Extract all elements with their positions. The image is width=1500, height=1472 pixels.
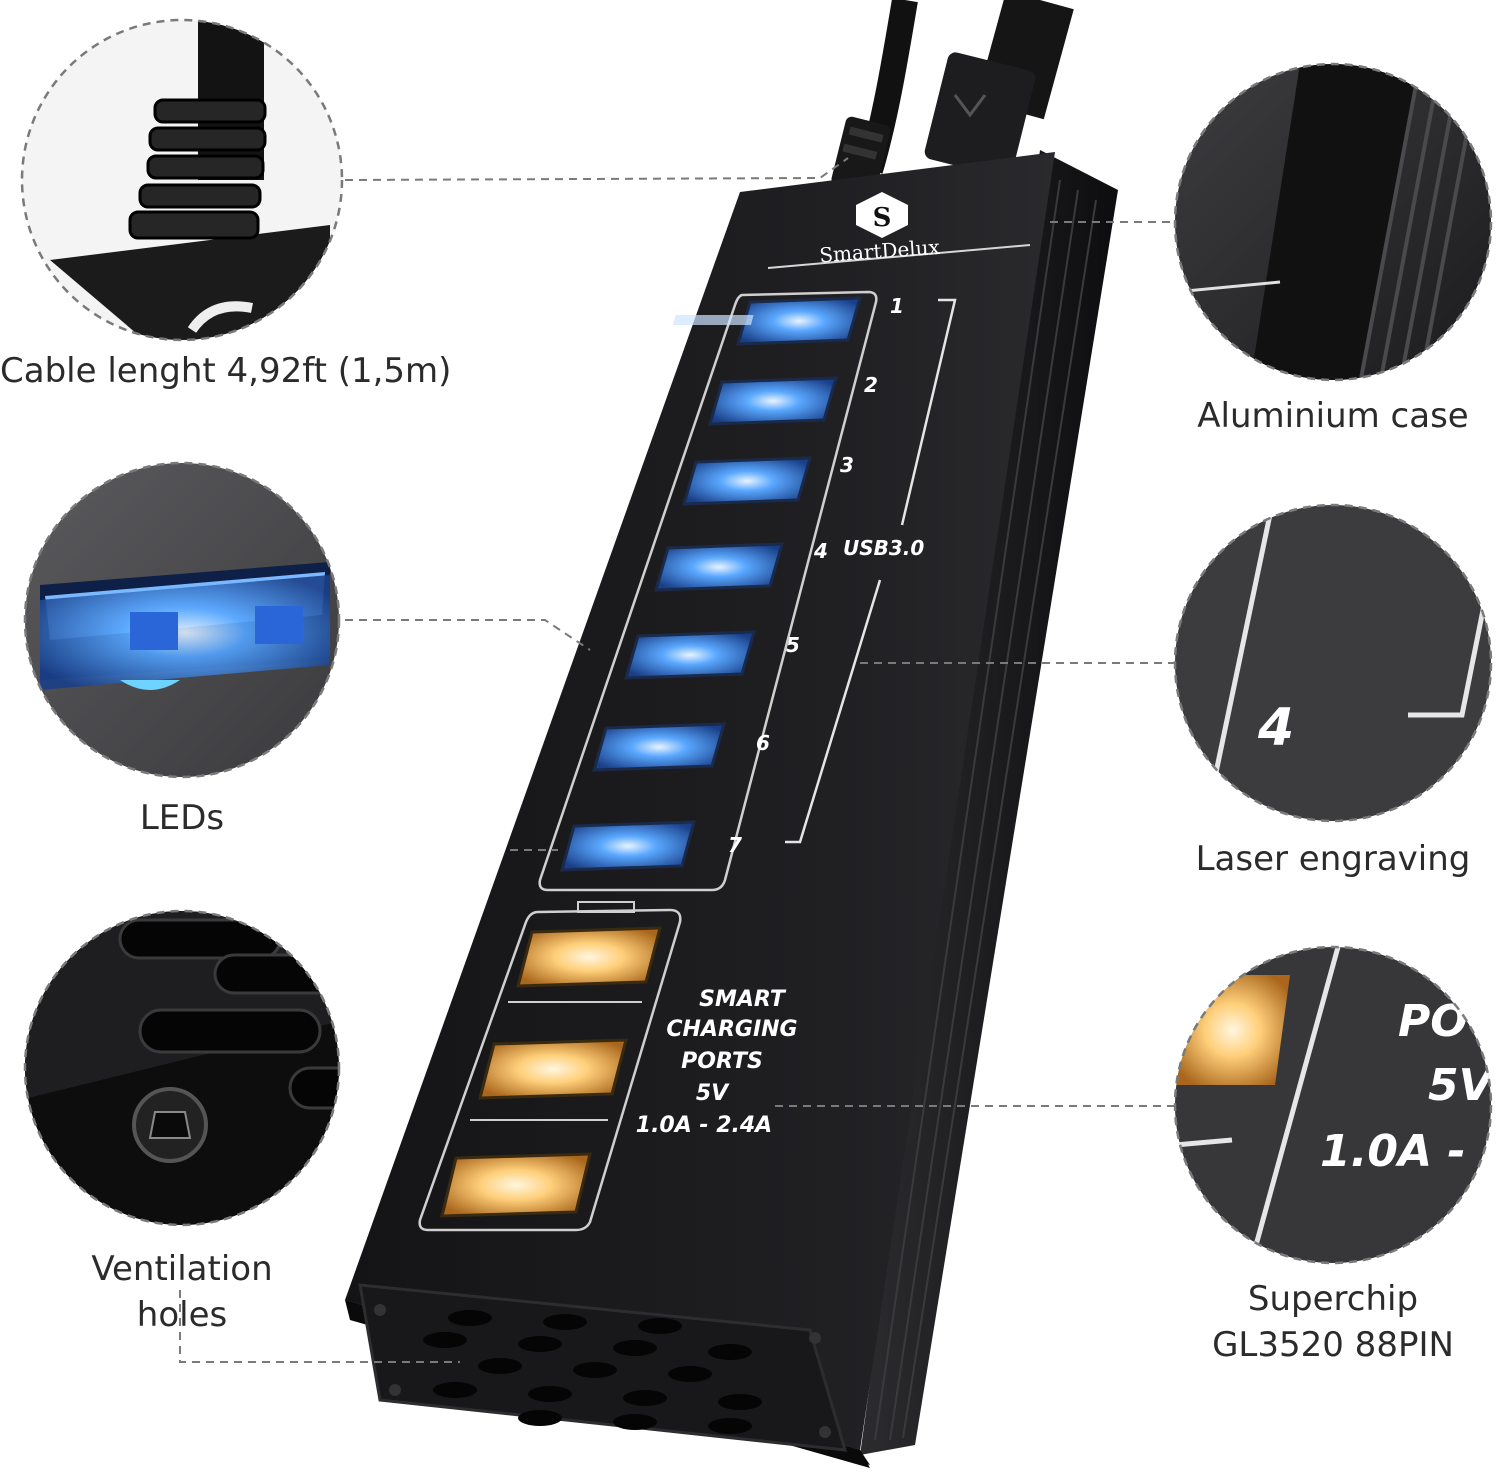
port-number-2: 2 [864, 373, 878, 397]
power-plug [831, 116, 891, 194]
svg-text:S: S [873, 203, 892, 233]
callout-leds: LEDs [139, 798, 225, 838]
zoom-laser: 4 [1173, 503, 1493, 823]
charging-port-frame [418, 908, 682, 1232]
svg-text:5V: 5V [696, 1081, 730, 1106]
port-numbers: 1 2 3 4 5 6 7 [728, 294, 904, 857]
end-cap [345, 1283, 870, 1468]
cables [831, 0, 1074, 194]
svg-text:PORTS: PORTS [681, 1049, 763, 1074]
usb30-bracket [785, 298, 957, 844]
callout-ventilation-line2: holes [136, 1295, 228, 1335]
port-number-4: 4 [813, 539, 828, 563]
charging-ports [440, 926, 662, 1218]
charging-text: SMART CHARGING PORTS 5V 1.0A - 2.4A [636, 987, 798, 1138]
usb-port-7[interactable] [560, 820, 696, 872]
zoom-chip-line-3: 1.0A - 2 [1320, 1126, 1500, 1177]
callout-superchip-line1: Superchip [1247, 1279, 1419, 1319]
port-number-6: 6 [756, 731, 770, 755]
port-number-7: 7 [728, 833, 742, 857]
zoom-superchip: PO 5V 1.0A - 2 [1173, 945, 1500, 1265]
charging-port-2[interactable] [478, 1038, 628, 1100]
svg-text:1.0A - 2.4A: 1.0A - 2.4A [636, 1113, 772, 1138]
charging-port-3[interactable] [440, 1152, 592, 1218]
charging-port-1[interactable] [516, 926, 662, 988]
callout-ventilation-line1: Ventilation [91, 1249, 273, 1289]
zoom-aluminium [1173, 62, 1493, 382]
callout-superchip-line2: GL3520 88PIN [1212, 1325, 1454, 1365]
port-number-5: 5 [786, 633, 800, 657]
zoom-ventilation [23, 909, 341, 1227]
usb-port-2[interactable] [707, 376, 839, 426]
zoom-chip-line-1: PO [1398, 996, 1468, 1047]
usb-hub: S SmartDelux [345, 150, 1118, 1468]
usb30-label: USB3.0 [843, 536, 924, 560]
svg-text:CHARGING: CHARGING [666, 1017, 797, 1042]
zoom-laser-number: 4 [1257, 698, 1294, 758]
zoom-cable [20, 18, 344, 342]
callout-aluminium: Aluminium case [1197, 396, 1469, 436]
usb-port-3[interactable] [681, 456, 813, 506]
port-number-1: 1 [890, 294, 904, 318]
usb-port-6[interactable] [591, 722, 727, 772]
callout-cable: Cable lenght 4,92ft (1,5m) [0, 351, 452, 391]
port-number-3: 3 [840, 453, 854, 477]
vent-holes [423, 1310, 762, 1434]
usb30-port-frame [538, 290, 878, 892]
usb-port-4[interactable] [653, 542, 785, 592]
svg-text:SMART: SMART [699, 987, 787, 1012]
callout-laser: Laser engraving [1195, 839, 1471, 879]
usb-port-5[interactable] [623, 630, 757, 680]
leader-lines [179, 157, 1175, 1363]
zoom-leds [23, 461, 341, 779]
zoom-chip-line-2: 5V [1428, 1060, 1496, 1111]
usb-port-1[interactable] [672, 296, 863, 346]
usb30-ports [560, 296, 863, 872]
